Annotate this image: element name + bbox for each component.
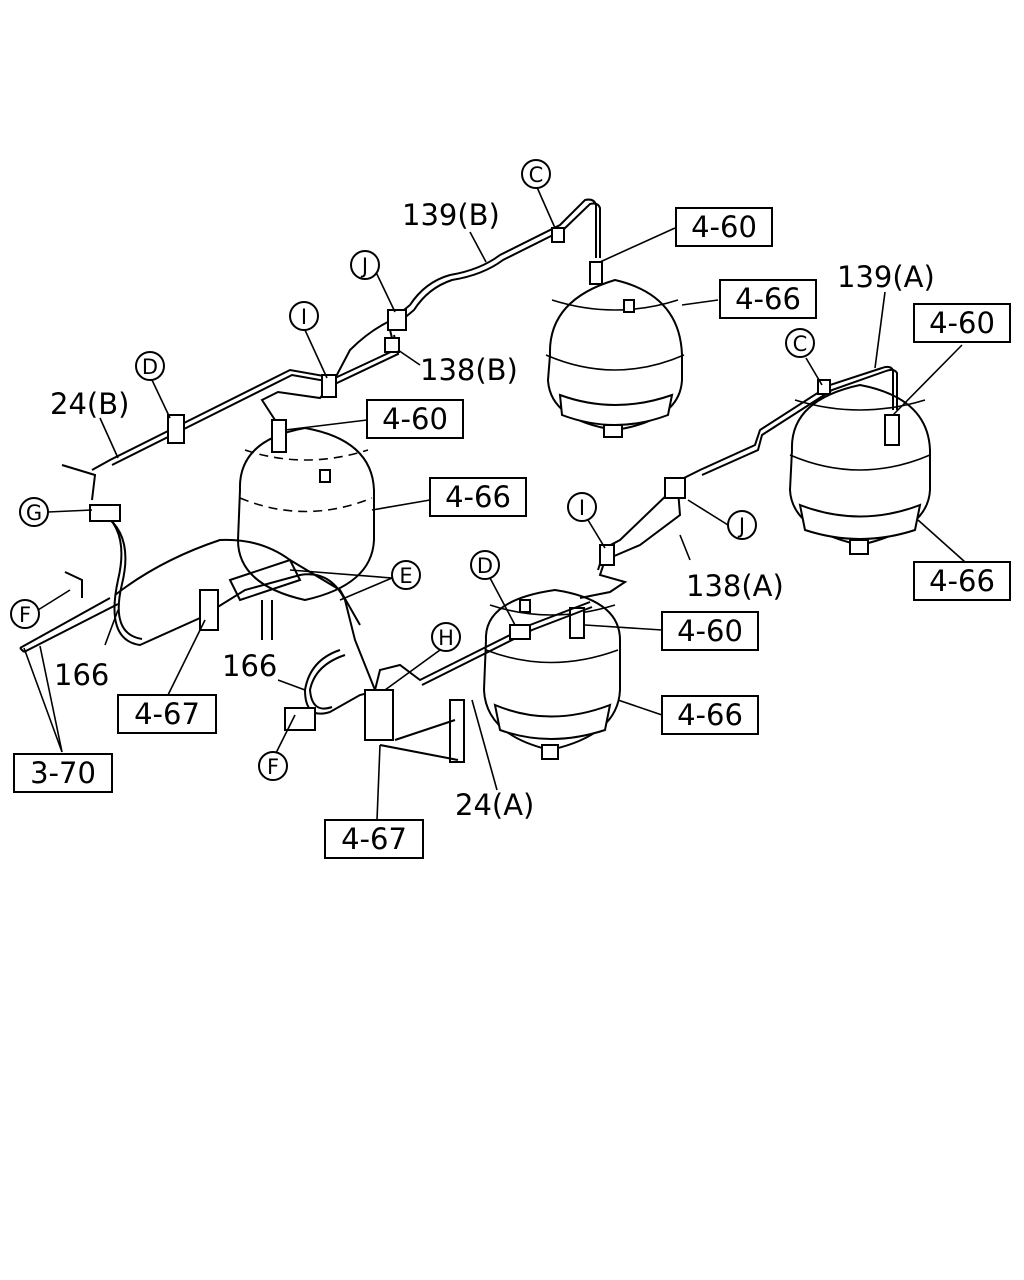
ref-box-460-far-right: 4-60 [913,303,1011,343]
callout-c-top: C [521,159,551,189]
svg-text:C: C [793,332,808,356]
svg-text:4-66: 4-66 [735,282,801,316]
ref-box-370: 3-70 [13,753,113,793]
fittings-and-brackets [19,227,831,763]
svg-text:4-60: 4-60 [382,402,448,436]
ref-box-466-top-right: 4-66 [719,279,817,319]
ref-box-460-top-right: 4-60 [675,207,773,247]
svg-text:D: D [477,554,493,578]
label-24a: 24(A) [455,788,534,822]
callout-f-left: F [10,599,40,629]
label-24b: 24(B) [50,387,129,421]
reference-boxes: 4-60 4-66 4-60 4-60 4-66 4-66 4-60 4-66 [13,207,1011,859]
label-138b: 138(B) [420,353,518,387]
ref-box-466-middle: 4-66 [661,695,759,735]
callout-f-bottom: F [258,751,288,781]
air-spring-far-right [788,383,931,555]
svg-text:4-60: 4-60 [929,306,995,340]
ref-box-466-far-right: 4-66 [913,561,1011,601]
svg-text:4-67: 4-67 [341,822,407,856]
svg-text:3-70: 3-70 [30,756,96,790]
ref-box-467-bottom: 4-67 [324,819,424,859]
svg-text:J: J [360,254,368,278]
svg-text:I: I [301,305,307,329]
callout-i-top: I [289,301,319,331]
svg-text:4-60: 4-60 [691,210,757,244]
callout-g: G [19,497,49,527]
svg-text:4-66: 4-66 [677,698,743,732]
circled-callouts: C J I D C G E I [10,159,815,781]
svg-text:I: I [579,496,585,520]
callout-i-middle: I [567,492,597,522]
svg-text:D: D [142,355,158,379]
callout-d-top: D [135,351,165,381]
ref-box-466-left: 4-66 [429,477,527,517]
air-spring-left [236,419,375,602]
label-166-middle: 166 [222,649,277,683]
svg-text:F: F [267,755,279,779]
air-spring-middle [482,588,621,760]
callout-c-right: C [785,328,815,358]
callout-j-middle: J [727,510,757,540]
ref-box-460-middle: 4-60 [661,611,759,651]
air-spring-top-right [545,261,685,438]
svg-text:C: C [529,163,544,187]
label-139a: 139(A) [837,260,935,294]
svg-text:G: G [26,501,42,525]
svg-text:4-66: 4-66 [929,564,995,598]
label-166-left: 166 [54,658,109,692]
label-139b: 139(B) [402,198,500,232]
callout-e: E [391,560,421,590]
part-number-labels: 139(B) 139(A) 138(B) 138(A) 24(B) 24(A) … [50,198,935,822]
label-138a: 138(A) [686,569,784,603]
callout-d-middle: D [470,550,500,580]
callout-j-top: J [350,250,380,280]
svg-text:J: J [737,514,745,538]
air-pipe-lines [61,198,898,715]
ref-box-467-left: 4-67 [117,694,217,734]
svg-text:H: H [438,626,454,650]
leader-lines [23,184,966,821]
ref-box-460-left: 4-60 [366,399,464,439]
svg-text:4-66: 4-66 [445,480,511,514]
svg-text:E: E [399,564,412,588]
svg-text:4-60: 4-60 [677,614,743,648]
svg-text:4-67: 4-67 [134,697,200,731]
svg-text:F: F [19,603,31,627]
callout-h: H [431,622,461,652]
